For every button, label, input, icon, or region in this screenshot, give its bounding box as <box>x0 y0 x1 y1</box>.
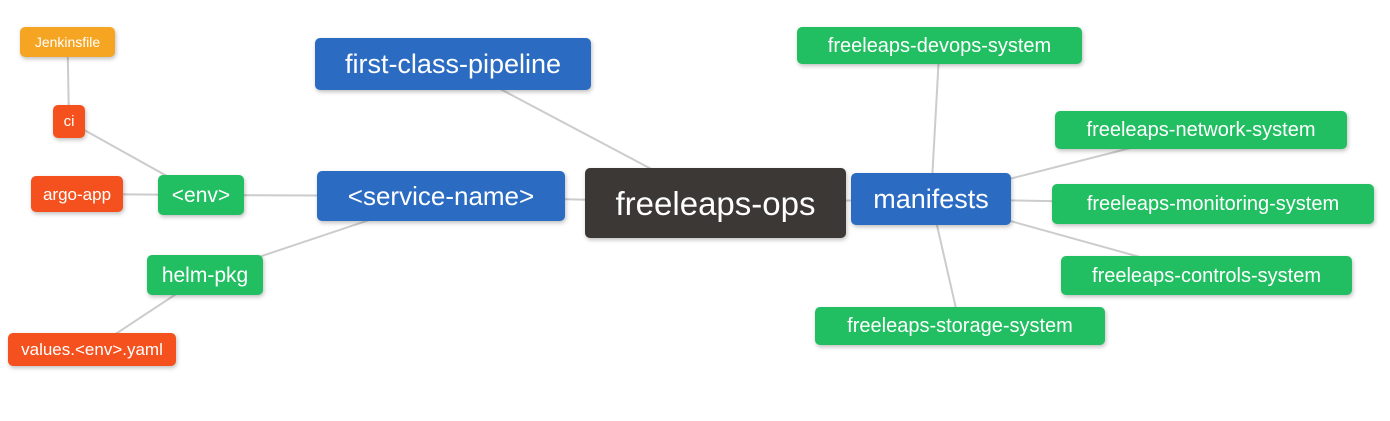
node-label: values.<env>.yaml <box>21 340 163 359</box>
node-storage-system[interactable]: freeleaps-storage-system <box>815 307 1105 345</box>
node-env[interactable]: <env> <box>158 175 244 215</box>
node-label: freeleaps-network-system <box>1086 119 1316 141</box>
node-first-class-pipeline[interactable]: first-class-pipeline <box>315 38 591 90</box>
node-label: <service-name> <box>347 181 535 211</box>
node-label: helm-pkg <box>161 263 249 287</box>
node-label: freeleaps-controls-system <box>1092 264 1321 287</box>
node-label: manifests <box>873 183 989 214</box>
node-freeleaps-ops[interactable]: freeleaps-ops <box>585 168 846 238</box>
node-ci[interactable]: ci <box>53 105 85 138</box>
node-manifests[interactable]: manifests <box>851 173 1011 225</box>
node-devops-system[interactable]: freeleaps-devops-system <box>797 27 1082 64</box>
node-label: freeleaps-ops <box>615 184 816 222</box>
node-label: first-class-pipeline <box>344 48 562 79</box>
node-helm-pkg[interactable]: helm-pkg <box>147 255 263 295</box>
node-label: freeleaps-storage-system <box>847 315 1073 337</box>
node-monitoring-system[interactable]: freeleaps-monitoring-system <box>1052 184 1374 224</box>
node-label: argo-app <box>42 184 112 204</box>
node-label: ci <box>63 113 75 130</box>
node-label: Jenkinsfile <box>34 34 101 50</box>
node-label: freeleaps-monitoring-system <box>1086 193 1340 215</box>
node-label: <env> <box>171 183 231 207</box>
node-controls-system[interactable]: freeleaps-controls-system <box>1061 256 1352 295</box>
node-jenkinsfile[interactable]: Jenkinsfile <box>20 27 115 57</box>
node-network-system[interactable]: freeleaps-network-system <box>1055 111 1347 149</box>
node-service-name[interactable]: <service-name> <box>317 171 565 221</box>
node-argo-app[interactable]: argo-app <box>31 176 123 212</box>
node-label: freeleaps-devops-system <box>827 34 1052 57</box>
node-values-env-yaml[interactable]: values.<env>.yaml <box>8 333 176 366</box>
